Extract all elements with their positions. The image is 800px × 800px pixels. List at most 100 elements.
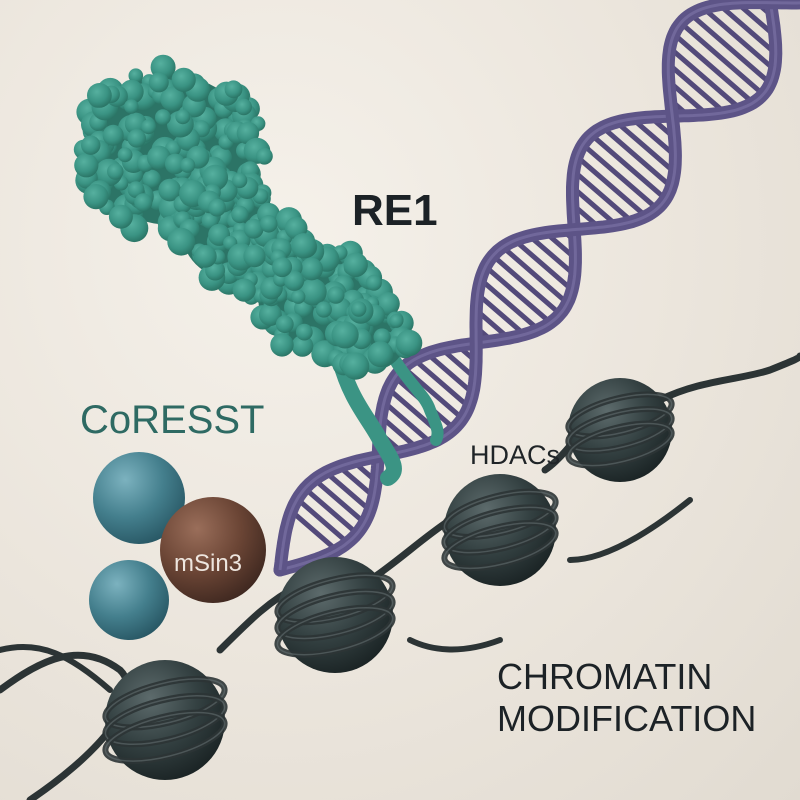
- protein-bead: [175, 109, 191, 125]
- protein-bead: [208, 198, 226, 217]
- base-pair: [678, 20, 766, 97]
- wrapped-dna-highlight: [443, 490, 557, 538]
- protein-tail-2: [389, 354, 444, 446]
- nucleosome-3-icon: [441, 474, 559, 586]
- protein-bead: [171, 67, 196, 92]
- protein-bead: [395, 329, 423, 357]
- protein-bead: [74, 153, 99, 178]
- base-pair: [667, 45, 743, 112]
- protein-bead: [102, 124, 124, 146]
- dna-helix-icon: [273, 0, 800, 577]
- protein-bead: [291, 289, 306, 304]
- base-pair: [588, 132, 669, 202]
- msin3-label: mSin3: [174, 550, 243, 577]
- dna-strand-a: [273, 0, 783, 577]
- base-pair: [500, 244, 570, 306]
- protein-tail: [332, 352, 402, 486]
- protein-bead: [81, 135, 101, 155]
- dna-strand-a-highlight: [279, 0, 778, 572]
- protein-bead: [201, 212, 219, 229]
- protein-bead: [124, 112, 147, 135]
- protein-bead: [160, 86, 185, 112]
- protein-bead: [158, 178, 181, 202]
- base-pair: [574, 154, 649, 219]
- base-pair: [688, 11, 773, 86]
- protein-bead: [327, 286, 345, 304]
- protein-bead: [124, 99, 139, 114]
- protein-bead: [373, 328, 391, 346]
- protein-bead: [299, 278, 327, 306]
- base-pair: [716, 2, 779, 57]
- nucleosome-2-icon: [274, 557, 396, 673]
- protein-bead: [107, 163, 124, 180]
- re1-label: RE1: [352, 186, 438, 235]
- protein-bead: [164, 153, 186, 175]
- protein-bead: [232, 278, 256, 302]
- wrapped-dna-highlight: [276, 574, 394, 623]
- chromatin-label-line1: CHROMATIN: [497, 656, 713, 697]
- protein-bead: [315, 301, 332, 318]
- chromatin-modification-label: CHROMATIN MODIFICATION: [497, 656, 756, 740]
- protein-bead: [148, 72, 169, 93]
- protein-bead: [231, 205, 249, 224]
- protein-bead: [193, 245, 217, 268]
- base-pair: [490, 253, 563, 317]
- protein-bead: [128, 68, 144, 83]
- protein-bead: [367, 341, 394, 368]
- protein-bead: [275, 315, 294, 334]
- protein-bead: [134, 193, 153, 212]
- protein-bead: [147, 145, 171, 170]
- protein-bead: [202, 164, 229, 191]
- base-pair: [312, 477, 367, 526]
- base-pair: [336, 464, 377, 499]
- base-pair: [294, 496, 351, 546]
- protein-bead: [87, 83, 112, 108]
- hdacs-label: HDACs: [470, 440, 561, 470]
- protein-bead: [142, 169, 161, 188]
- protein-bead: [108, 204, 133, 229]
- wrapped-dna-highlight: [276, 590, 394, 640]
- wrapped-dna-highlight: [567, 393, 673, 438]
- protein-bead: [232, 172, 248, 189]
- nucleosome-4-icon: [565, 378, 675, 482]
- base-pair: [665, 61, 728, 115]
- protein-bead: [343, 252, 368, 277]
- base-pair: [630, 116, 678, 159]
- base-pair: [512, 237, 575, 293]
- base-pair: [526, 233, 578, 278]
- wrapped-dna-highlight: [104, 711, 226, 762]
- dna-strand-b: [273, 0, 800, 577]
- base-pair: [570, 184, 619, 228]
- wrapped-dna-highlight: [443, 522, 557, 570]
- protein-bead: [284, 270, 305, 291]
- protein-bead: [155, 109, 171, 126]
- protein-bead: [351, 301, 367, 317]
- protein-bead: [331, 321, 359, 349]
- base-pair: [478, 277, 541, 332]
- base-pair: [600, 124, 674, 190]
- coresst-sphere-top: [93, 452, 185, 544]
- base-pair: [614, 119, 677, 175]
- base-pair: [701, 5, 777, 73]
- wrapped-dna-highlight: [567, 422, 673, 467]
- protein-bead: [300, 257, 323, 281]
- base-pair: [323, 469, 373, 513]
- base-pair: [475, 291, 527, 337]
- dna-strand-b-highlight: [278, 1, 800, 571]
- protein-bead: [291, 335, 314, 357]
- protein-bead: [127, 129, 146, 148]
- nucleosome-array: [102, 378, 675, 780]
- protein-bead: [167, 227, 196, 256]
- protein-bead: [270, 333, 294, 357]
- protein-bead: [127, 181, 145, 199]
- chromatin-label-line2: MODIFICATION: [497, 698, 757, 739]
- protein-bead: [141, 119, 156, 135]
- nucleosome-1-icon: [102, 660, 228, 780]
- wrapped-dna-highlight: [104, 678, 226, 729]
- protein-bead: [259, 215, 278, 233]
- protein-bead: [272, 257, 293, 278]
- protein-bead: [256, 147, 273, 165]
- base-pair: [424, 351, 476, 396]
